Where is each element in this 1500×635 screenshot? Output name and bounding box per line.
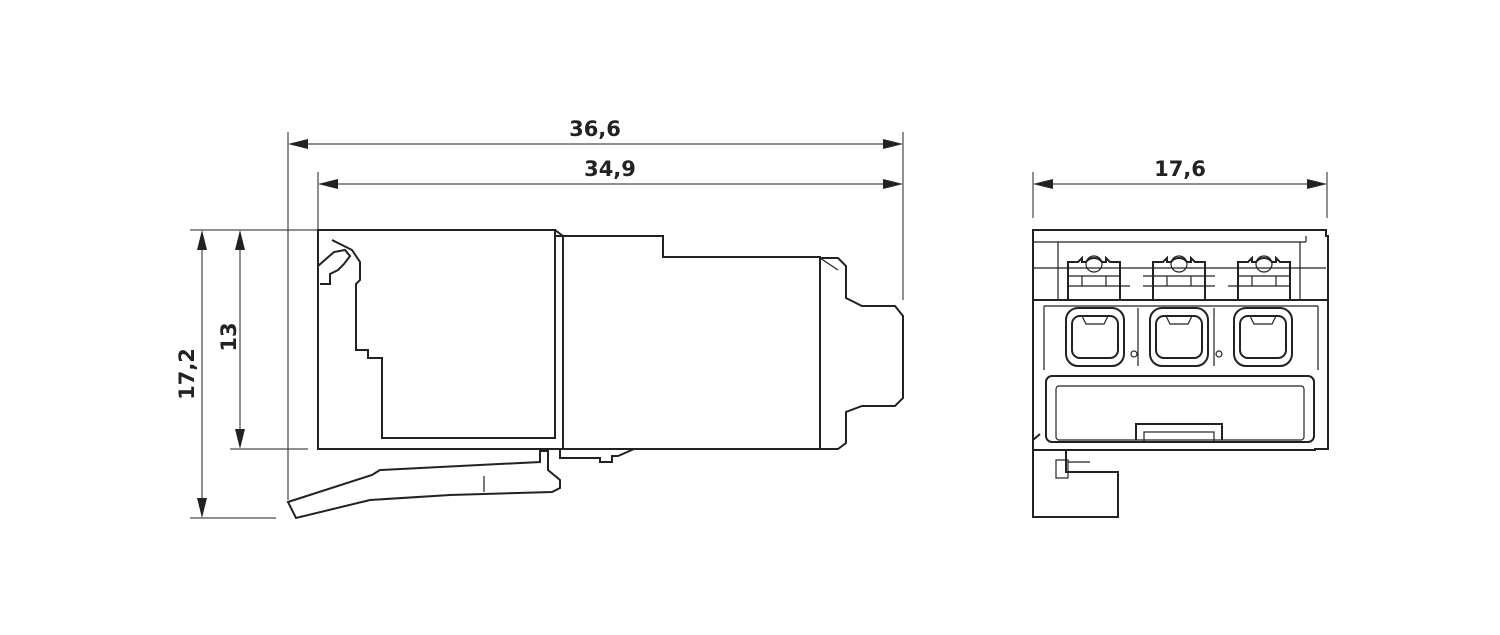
front-lever-foot — [1032, 433, 1119, 518]
dim-label-front-width: 17,6 — [1154, 157, 1206, 181]
side-lever-clip — [559, 448, 635, 463]
front-port-1 — [1065, 307, 1125, 367]
side-inner-profile — [331, 236, 556, 439]
dim-label-body-length: 34,9 — [584, 157, 636, 181]
dimension-front-width: 17,6 — [1032, 157, 1328, 218]
front-port-3 — [1233, 307, 1293, 367]
front-view — [1032, 229, 1329, 518]
front-lever-knob — [1055, 459, 1069, 479]
front-latch-inner — [1055, 385, 1305, 441]
front-housing-outline — [1032, 229, 1329, 451]
front-port-2 — [1149, 307, 1209, 367]
dimension-overall-height: 17,2 — [175, 229, 318, 519]
side-housing-outline — [317, 229, 904, 450]
front-contact-2 — [1143, 255, 1215, 301]
side-view — [286, 229, 904, 520]
side-top-step — [554, 229, 564, 237]
front-contact-3 — [1228, 255, 1291, 301]
dimension-overall-length: 36,6 — [287, 117, 904, 500]
side-front-chamfer — [819, 257, 839, 271]
front-marker-dot-2 — [1215, 350, 1223, 358]
side-release-lever — [286, 450, 561, 520]
front-marker-dot-1 — [1130, 350, 1138, 358]
dim-label-overall-length: 36,6 — [569, 117, 621, 141]
front-contact-1 — [1067, 255, 1130, 301]
dimension-body-height: 13 — [217, 230, 308, 450]
front-latch-tab — [1135, 423, 1223, 440]
dimension-body-length: 34,9 — [317, 157, 903, 236]
dim-label-body-height: 13 — [217, 322, 241, 351]
front-latch-slot — [1143, 431, 1215, 443]
dim-label-overall-height: 17,2 — [175, 348, 199, 400]
side-latch-cavity — [317, 248, 352, 285]
